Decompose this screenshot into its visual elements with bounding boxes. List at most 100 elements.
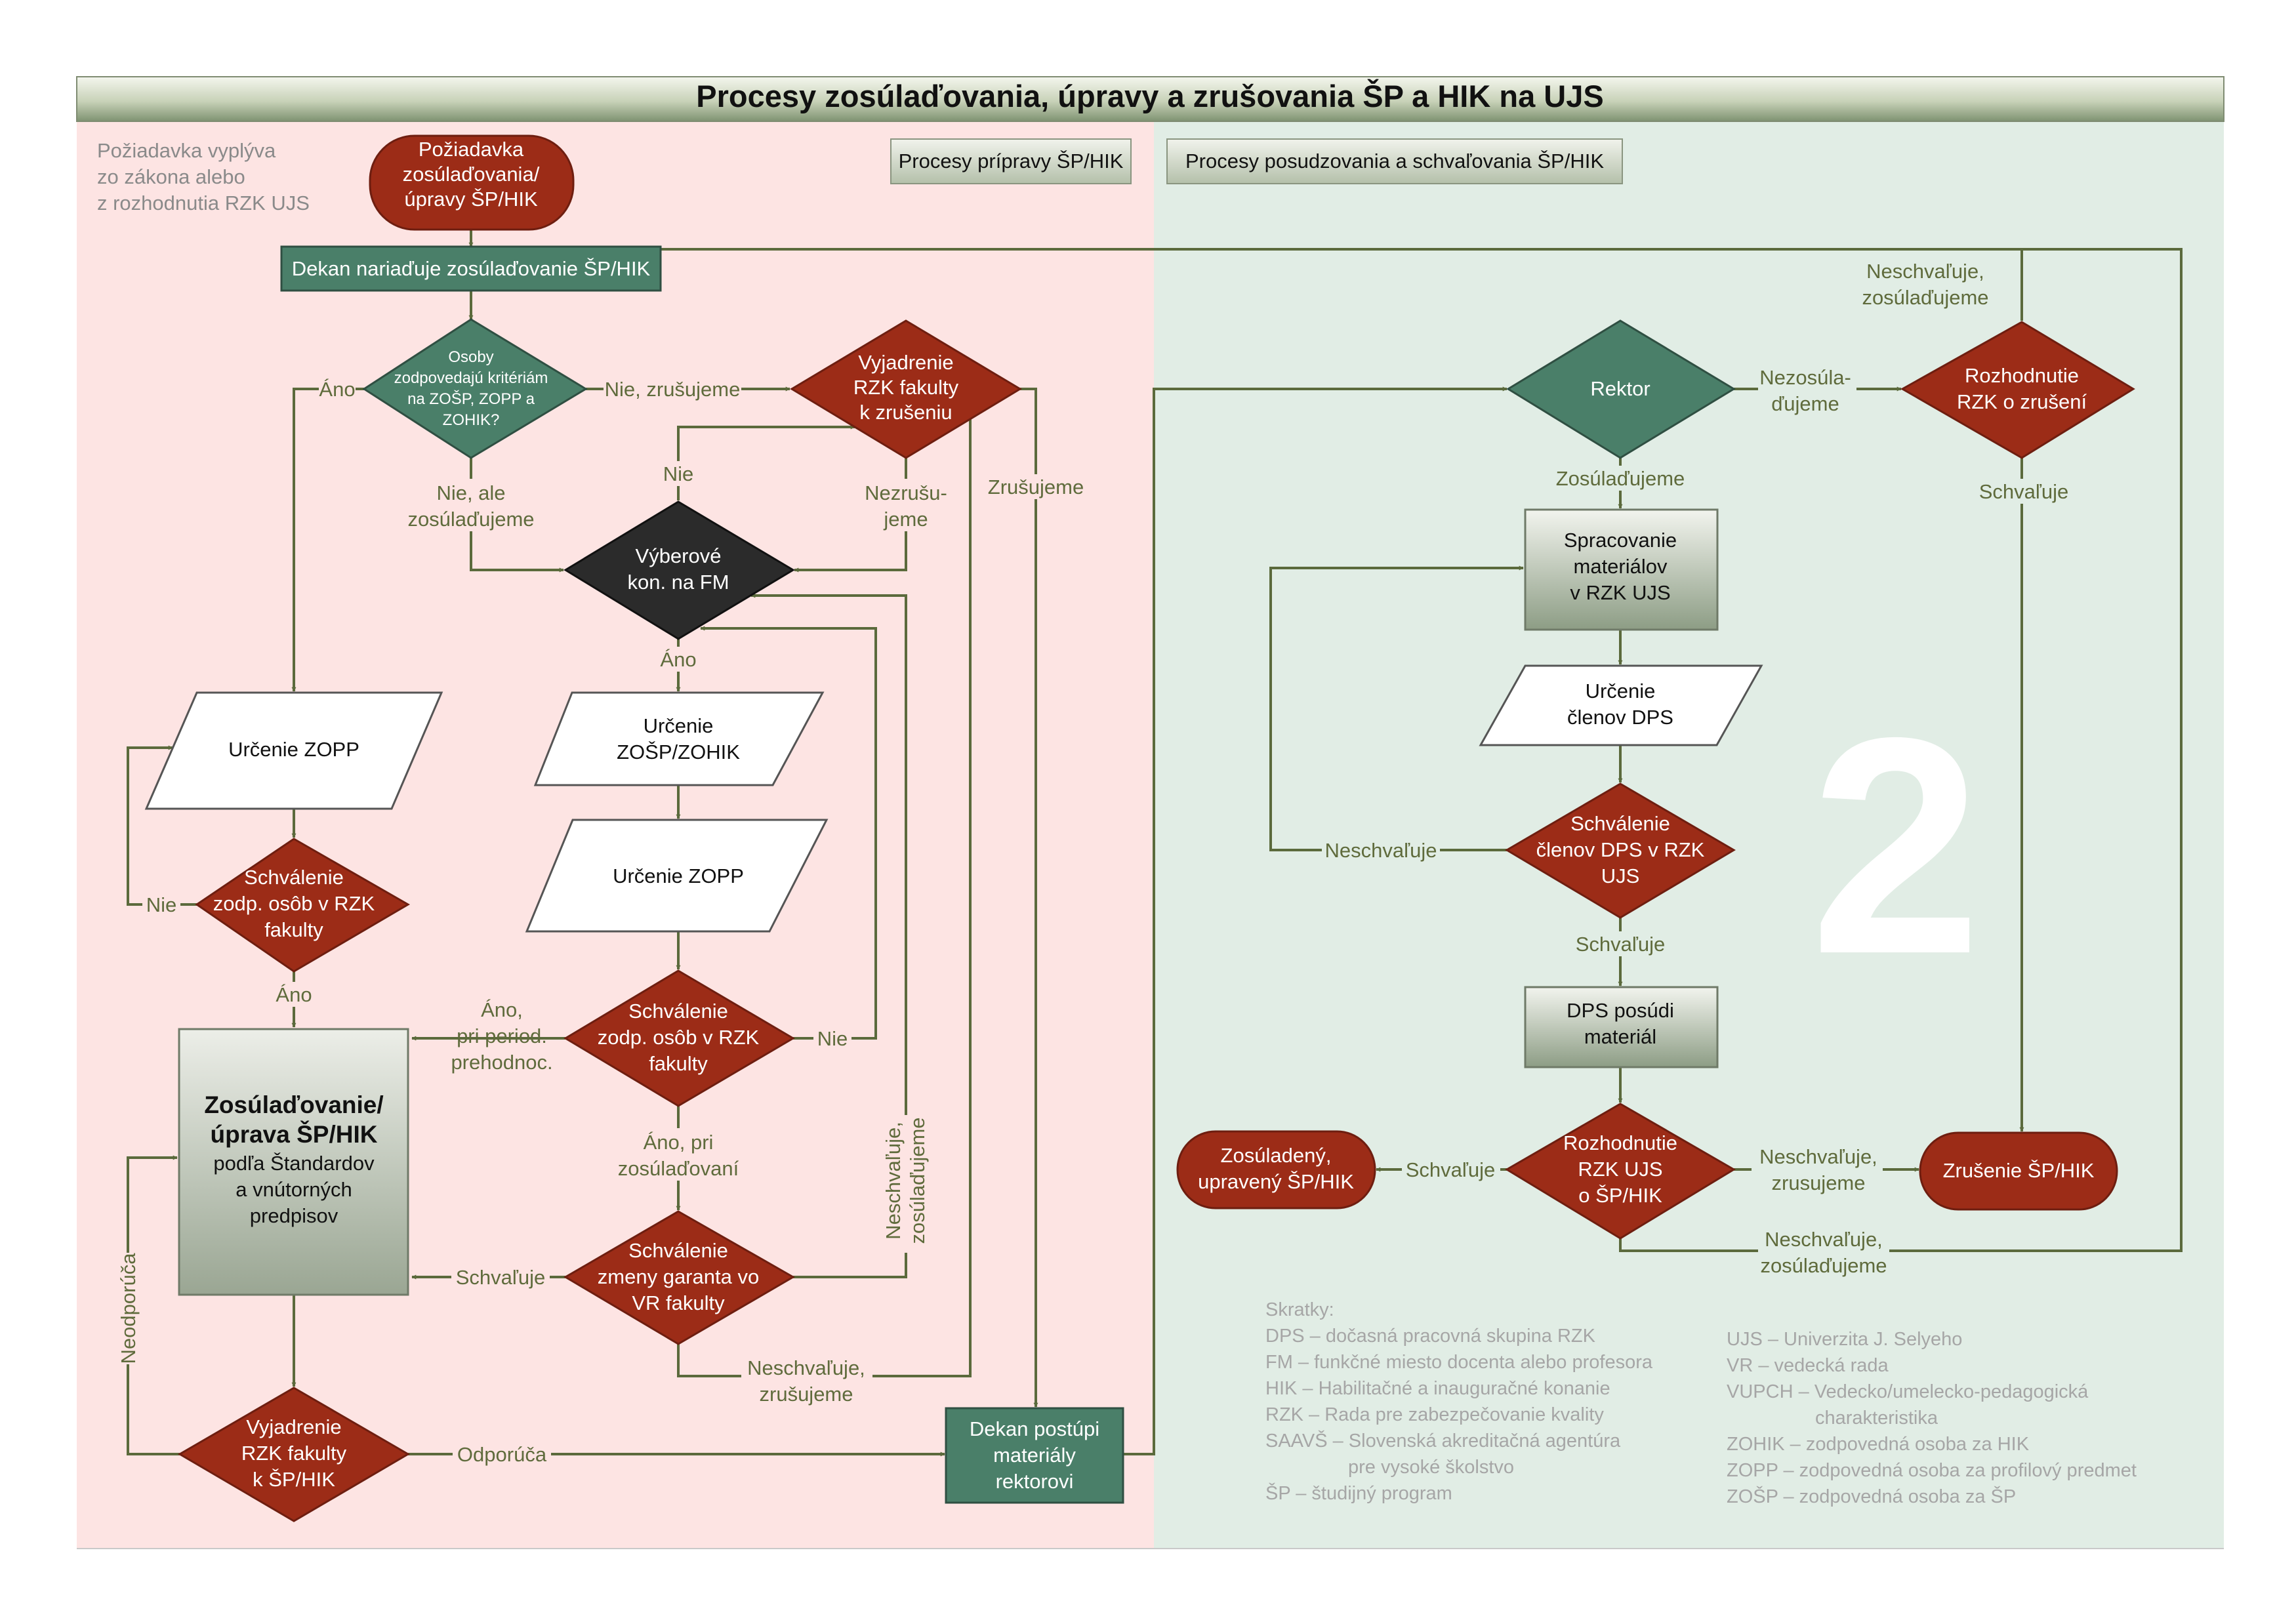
svg-text:DPS posúdi: DPS posúdi [1567,999,1674,1022]
legend-approval-box [1166,138,1623,184]
svg-text:Rozhodnutie: Rozhodnutie [1965,364,2079,387]
svg-text:ZOŠP/ZOHIK: ZOŠP/ZOHIK [617,741,740,763]
svg-text:Schvaľuje: Schvaľuje [1979,480,2069,503]
svg-text:pre vysoké školstvo: pre vysoké školstvo [1348,1457,1514,1478]
dps-review-node: DPS posúdi materiál [1524,986,1719,1068]
svg-text:zrusujeme: zrusujeme [1772,1171,1866,1194]
svg-text:ZOPP – zodpovedná osoba za pro: ZOPP – zodpovedná osoba za profilový pre… [1727,1460,2137,1481]
svg-text:ZOHIK – zodpovedná osoba za HI: ZOHIK – zodpovedná osoba za HIK [1727,1434,2030,1455]
svg-text:materiály: materiály [993,1444,1076,1467]
svg-text:Nie: Nie [146,893,177,916]
svg-text:Určenie ZOPP: Určenie ZOPP [228,738,359,761]
svg-text:zodp. osôb v RZK: zodp. osôb v RZK [598,1026,760,1049]
svg-text:Nie, zrušujeme: Nie, zrušujeme [605,378,741,401]
aligned-end-node: Zosúladený, upravený ŠP/HIK [1176,1130,1376,1209]
legend-preparation: Procesy prípravy ŠP/HIK [899,150,1124,173]
svg-text:Neschvaľuje,: Neschvaľuje, [882,1122,905,1240]
svg-text:v RZK UJS: v RZK UJS [1570,581,1670,604]
svg-text:HIK – Habilitačné a inauguračn: HIK – Habilitačné a inauguračné konanie [1265,1378,1610,1399]
svg-text:materiálov: materiálov [1574,555,1668,578]
svg-text:Požiadavka: Požiadavka [419,138,524,161]
title-bar [76,76,2224,122]
cancelled-end-node: Zrušenie ŠP/HIK [1919,1131,2118,1211]
zopp-left-node: Určenie ZOPP [144,691,443,810]
svg-text:Neschvaľuje,: Neschvaľuje, [1765,1228,1883,1251]
svg-text:FM – funkčné miesto docenta al: FM – funkčné miesto docenta alebo profes… [1265,1352,1653,1373]
svg-text:Určenie: Určenie [1586,680,1656,702]
rzk-faculty-sp-decision: Vyjadrenie RZK fakulty k ŠP/HIK [178,1387,410,1522]
svg-text:UJS: UJS [1601,864,1640,887]
approve-mid-decision: Schválenie zodp. osôb v RZK fakulty [564,969,795,1107]
svg-text:a vnútorných: a vnútorných [236,1178,352,1201]
approve-dps-decision: Schválenie členov DPS v RZK UJS [1505,782,1736,919]
svg-text:RZK fakulty: RZK fakulty [241,1442,347,1465]
svg-text:RZK UJS: RZK UJS [1578,1158,1662,1181]
svg-text:zosúlaďovania/: zosúlaďovania/ [403,163,540,186]
svg-text:RZK fakulty: RZK fakulty [853,376,959,399]
svg-text:VR fakulty: VR fakulty [632,1291,725,1314]
svg-text:podľa Štandardov: podľa Štandardov [213,1152,375,1175]
svg-text:Áno, pri: Áno, pri [644,1131,714,1154]
dps-members-node: Určenie členov DPS [1479,664,1763,746]
svg-text:RZK – Rada pre zabezpečovanie: RZK – Rada pre zabezpečovanie kvality [1265,1404,1604,1425]
section-number: 2 [1810,674,1981,1018]
svg-text:zrušujeme: zrušujeme [760,1383,853,1406]
svg-text:VUPCH – Vedecko/umelecko-pedag: VUPCH – Vedecko/umelecko-pedagogická [1727,1381,2089,1402]
svg-text:pri period.: pri period. [457,1025,547,1047]
svg-text:Neschvaľuje: Neschvaľuje [1324,839,1437,862]
edge-labels: Áno Nie, zrušujeme Nie, ale zosúlaďujeme… [115,258,2073,1467]
svg-text:rektorovi: rektorovi [996,1470,1074,1493]
svg-text:Vyjadrenie: Vyjadrenie [858,351,953,374]
svg-text:Spracovanie: Spracovanie [1564,529,1677,552]
svg-text:Dekan postúpi: Dekan postúpi [970,1417,1099,1440]
svg-text:z rozhodnutia RZK UJS: z rozhodnutia RZK UJS [97,192,310,214]
svg-text:zodpovedajú kritériám: zodpovedajú kritériám [394,369,548,387]
dean-orders-node: Dekan nariaďuje zosúlaďovanie ŠP/HIK [280,245,662,292]
legend-preparation-box [890,138,1132,184]
svg-text:Nezrušu-: Nezrušu- [865,481,947,504]
svg-text:zosúlaďujeme: zosúlaďujeme [906,1117,929,1244]
rzk-cancel-decision: Rozhodnutie RZK o zrušení [1900,321,2135,459]
svg-text:DPS – dočasná pracovná skupina: DPS – dočasná pracovná skupina RZK [1265,1326,1596,1347]
svg-text:členov DPS v RZK: členov DPS v RZK [1536,838,1705,861]
svg-text:Schvaľuje: Schvaľuje [1406,1158,1496,1181]
svg-text:Nie, ale: Nie, ale [436,481,505,504]
svg-text:Zrušujeme: Zrušujeme [988,476,1084,498]
svg-text:členov DPS: členov DPS [1567,706,1673,729]
svg-text:upravený ŠP/HIK: upravený ŠP/HIK [1198,1170,1354,1193]
svg-text:Neodporúča: Neodporúča [117,1253,140,1364]
svg-text:zmeny garanta vo: zmeny garanta vo [598,1265,759,1288]
svg-text:RZK o zrušení: RZK o zrušení [1957,390,2087,413]
svg-text:materiál: materiál [1584,1025,1656,1048]
svg-text:Áno: Áno [319,378,355,401]
svg-text:SAAVŠ – Slovenská akreditačná: SAAVŠ – Slovenská akreditačná agentúra [1265,1429,1621,1451]
svg-text:charakteristika: charakteristika [1815,1408,1938,1429]
selection-decision: Výberové kon. na FM [564,500,795,640]
svg-text:Požiadavka vyplýva: Požiadavka vyplýva [97,139,276,162]
requirement-note: Požiadavka vyplýva zo zákona alebo z roz… [97,139,310,214]
svg-text:Áno: Áno [660,648,696,671]
svg-text:Schválenie: Schválenie [628,1000,728,1023]
svg-text:zosúlaďujeme: zosúlaďujeme [1862,286,1988,309]
svg-text:jeme: jeme [883,508,928,531]
svg-text:úprava ŠP/HIK: úprava ŠP/HIK [211,1120,378,1148]
svg-text:ZOHIK?: ZOHIK? [443,411,500,429]
legend-approval: Procesy posudzovania a schvaľovania ŠP/H… [1185,150,1604,173]
rzk-ujs-decision: Rozhodnutie RZK UJS o ŠP/HIK [1505,1103,1736,1240]
svg-text:zodp. osôb v RZK: zodp. osôb v RZK [213,892,375,915]
svg-text:k ŠP/HIK: k ŠP/HIK [253,1468,335,1491]
svg-text:o ŠP/HIK: o ŠP/HIK [1578,1184,1662,1207]
svg-text:predpisov: predpisov [250,1204,338,1227]
svg-text:Schválenie: Schválenie [1570,812,1670,835]
guarantor-decision: Schválenie zmeny garanta vo VR fakulty [564,1210,796,1345]
svg-text:Odporúča: Odporúča [457,1443,547,1466]
svg-text:Zosúlaďujeme: Zosúlaďujeme [1556,467,1685,490]
zopp-mid-node: Určenie ZOPP [525,819,829,933]
svg-text:ŠP – študijný program: ŠP – študijný program [1265,1482,1452,1504]
svg-text:fakulty: fakulty [264,918,323,941]
zosp-zohik-node: Určenie ZOŠP/ZOHIK [533,691,825,786]
svg-text:Schvaľuje: Schvaľuje [456,1266,546,1289]
svg-text:Nie: Nie [817,1027,848,1050]
svg-text:na ZOŠP, ZOPP a: na ZOŠP, ZOPP a [407,390,535,408]
